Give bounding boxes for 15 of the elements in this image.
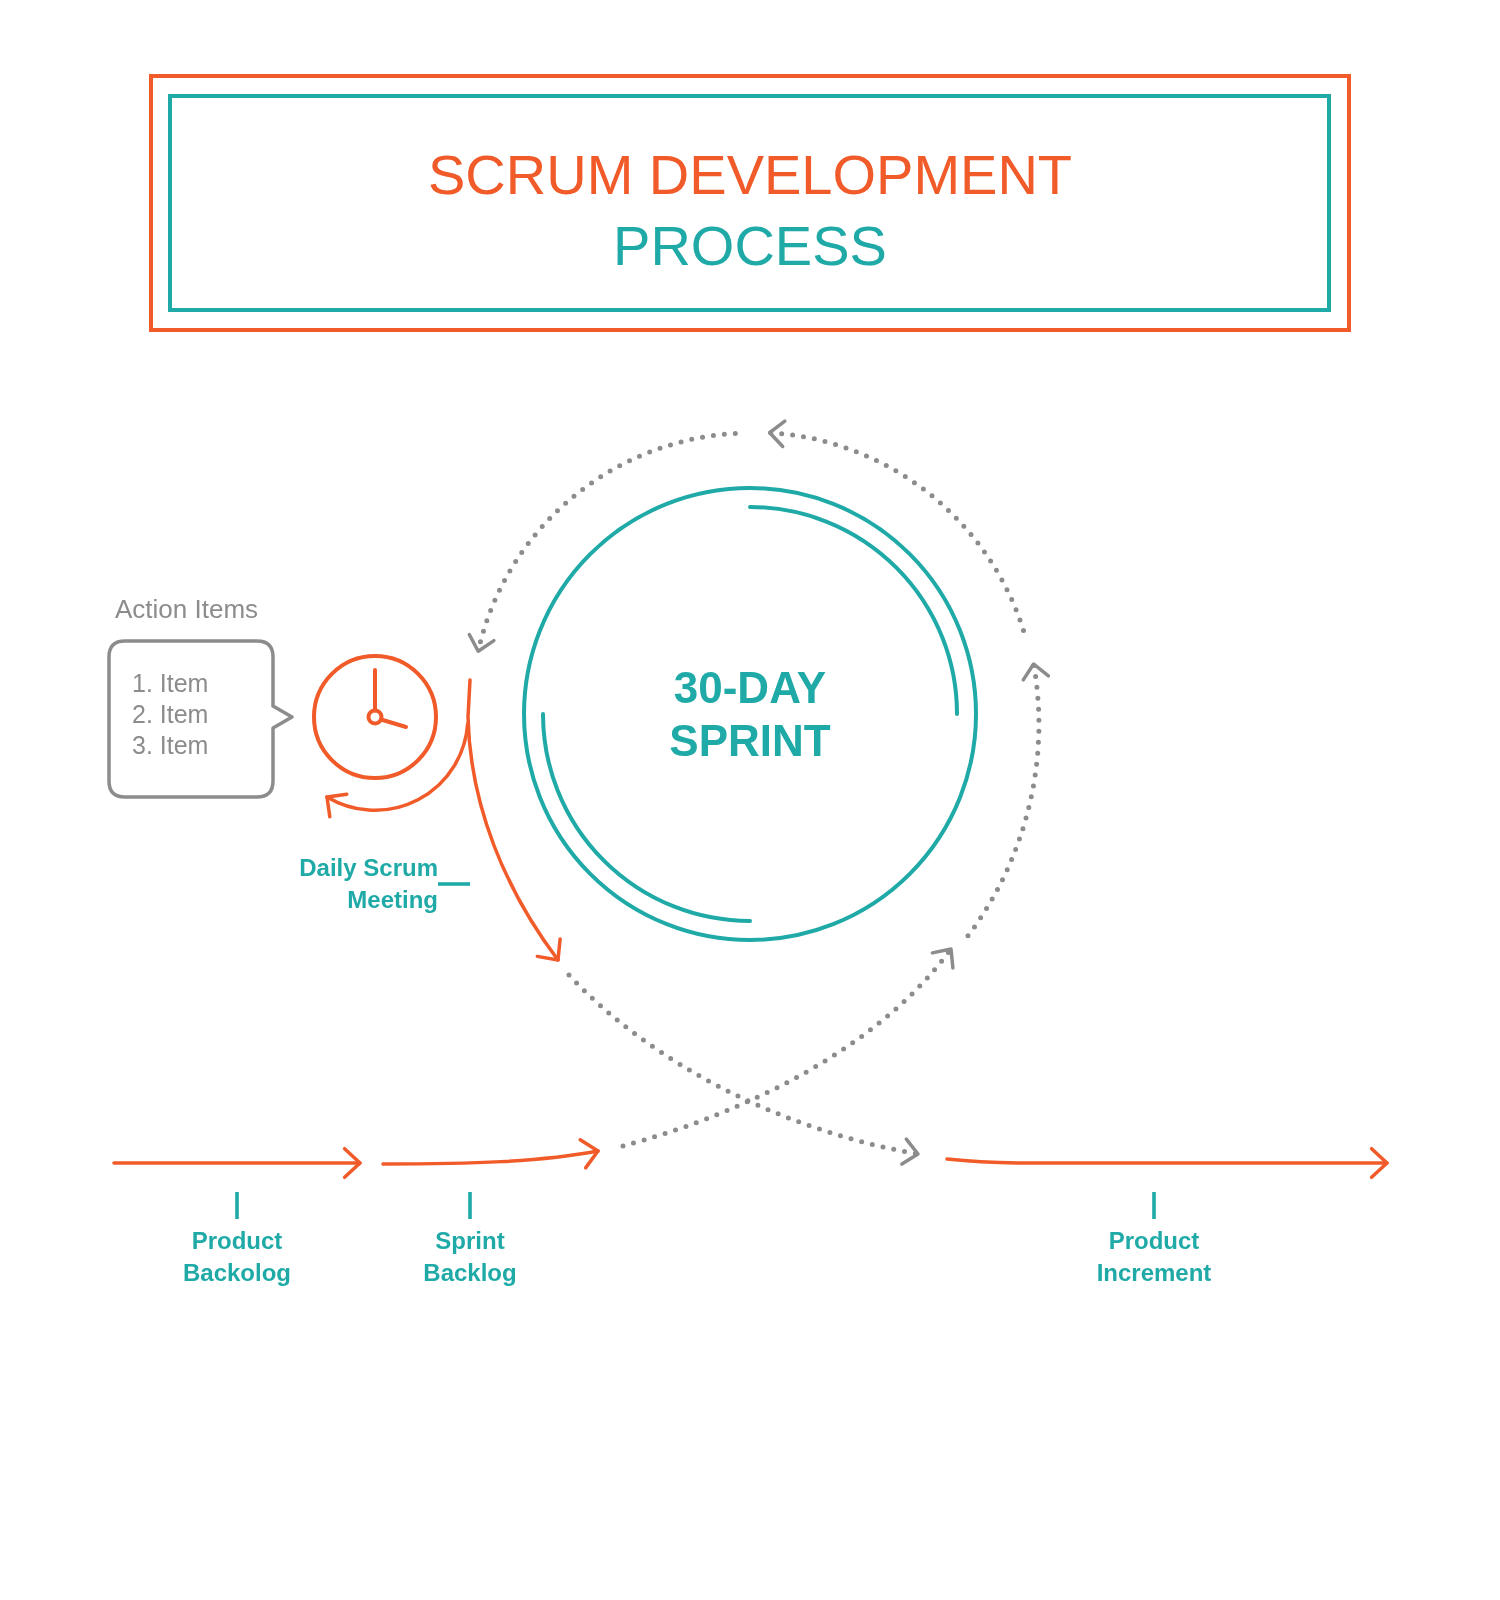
leader-line — [1152, 1192, 1156, 1219]
annotation-text: Daily Scrum Meeting — [298, 853, 438, 915]
title: SCRUM DEVELOPMENT PROCESS — [426, 142, 1074, 279]
sprint-circle — [522, 486, 978, 942]
leader-line — [468, 1192, 472, 1219]
heading: Action Items — [115, 594, 259, 624]
step-label: Product Backolog — [183, 1226, 291, 1288]
leader-line — [235, 1192, 239, 1219]
list-item: 3. Item — [132, 730, 209, 761]
list-item: 2. Item — [132, 699, 209, 730]
step-label: Sprint Backlog — [423, 1226, 517, 1288]
step-label: Product Increment — [1096, 1226, 1212, 1288]
circle-label: 30-DAY SPRINT — [668, 662, 832, 767]
list-item: 1. Item — [132, 668, 209, 699]
leader-line — [438, 882, 470, 886]
